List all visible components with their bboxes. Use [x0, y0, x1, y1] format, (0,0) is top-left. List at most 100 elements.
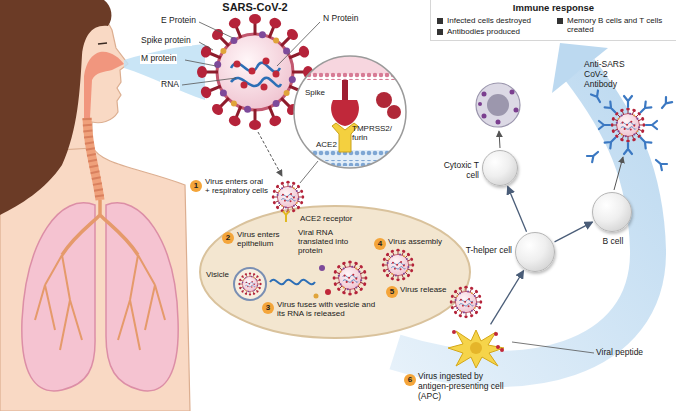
zoom-inset — [290, 50, 410, 74]
epithelial-cell — [450, 286, 482, 318]
woman-figure — [0, 0, 205, 411]
zoom-inset — [294, 56, 406, 168]
destroyed-cell — [476, 83, 520, 127]
viral-peptide — [452, 330, 456, 334]
epithelial-cell — [325, 289, 331, 295]
zoom-inset — [290, 160, 410, 166]
viral-peptide — [494, 332, 498, 336]
bullet-item: Infected cells destroyed — [437, 16, 549, 25]
callout-number: 4 — [374, 238, 386, 250]
apc-outline — [446, 326, 506, 370]
epithelial-cell — [234, 268, 266, 300]
woman-figure — [124, 44, 205, 100]
woman-figure — [84, 52, 124, 118]
epithelial-cell — [272, 181, 304, 213]
antibody-virus — [605, 135, 618, 148]
bullet-item: Memory B cells and T cells created — [557, 16, 670, 36]
epithelial-cell — [200, 181, 482, 338]
part-label: N Protein — [322, 14, 359, 24]
epithelial-cell — [238, 272, 261, 295]
epithelial-cell — [270, 280, 315, 285]
part-label: Anti-SARS CoV-2 Antibody — [584, 60, 630, 89]
panel-heading: Immune response — [437, 3, 670, 14]
antibody-virus — [587, 149, 601, 162]
zoom-label: Spike — [305, 88, 325, 97]
viral-peptide — [496, 345, 500, 349]
cell-label: Virus ingested by antigen-presenting cel… — [418, 372, 504, 401]
leader-line — [300, 161, 318, 183]
epithelial-cell — [382, 249, 414, 281]
destroyed-cell — [514, 108, 519, 113]
antibody-virus — [624, 96, 632, 107]
callout-number: 2 — [222, 232, 234, 244]
leader-line — [199, 22, 233, 38]
step-label: Virus fuses with vesicle and its RNA is … — [277, 300, 377, 318]
b-cell: B cell — [592, 192, 632, 232]
t-helper-cell: T-helper cell — [515, 232, 555, 272]
woman-figure — [0, 0, 111, 215]
part-label: Spike protein — [140, 36, 192, 46]
zoom-inset — [290, 50, 410, 172]
leader-line — [185, 60, 216, 66]
virus-title: SARS-CoV-2 — [215, 1, 295, 14]
epithelial-cell — [314, 294, 319, 299]
viral-peptide — [500, 348, 504, 352]
destroyed-cell — [482, 92, 487, 97]
step-label: Visicle — [206, 270, 229, 279]
t-cell: Cytoxic T cell — [482, 150, 518, 186]
step-label: Virus assembly — [388, 237, 442, 246]
epithelial-cell — [333, 261, 368, 296]
apc-outline — [448, 330, 504, 368]
epithelial-cell — [283, 211, 289, 222]
step-label: Virus release — [400, 285, 447, 294]
step-label: Virus enters epithelium — [237, 230, 291, 248]
step-label: ACE2 receptor — [300, 214, 352, 223]
apc-nucleus — [470, 342, 482, 354]
epithelial-cell — [200, 206, 470, 338]
connector — [491, 271, 524, 325]
callout-number: 5 — [386, 286, 398, 298]
destroyed-cell — [496, 120, 501, 125]
destroyed-cell — [478, 102, 482, 106]
destroyed-cell — [510, 90, 515, 95]
antibody-virus — [587, 90, 672, 170]
bullet-item: Antibodies produced — [437, 27, 549, 36]
callout-number: 3 — [262, 302, 274, 314]
cell-label: B cell — [583, 237, 643, 247]
antibody-virus — [653, 157, 667, 170]
zoom-inset — [387, 105, 401, 119]
zoom-inset — [376, 92, 392, 108]
zoom-label: ACE2 — [316, 140, 337, 149]
antibody-virus — [638, 135, 651, 148]
leader-line — [182, 78, 236, 85]
immune-arrow — [395, 43, 648, 369]
cell-label: Cytoxic T cell — [441, 161, 479, 181]
apc-cell: Virus ingested by antigen-presenting cel… — [446, 326, 506, 370]
woman-figure — [87, 118, 100, 200]
part-label: E Protein — [160, 16, 197, 26]
woman-figure — [35, 255, 165, 350]
antibody-virus — [605, 102, 618, 115]
destroyed-cell — [476, 83, 520, 127]
step-label: Viral RNA translated into protein — [298, 228, 362, 256]
antibody-virus — [659, 97, 672, 111]
zoom-label: TMPRSS2/ furin — [352, 124, 394, 142]
connector — [508, 186, 527, 231]
antibody-arrow — [614, 157, 623, 190]
kill-arrow — [499, 131, 500, 148]
callout-number: 1 — [190, 180, 202, 192]
zoom-inset — [290, 50, 410, 172]
leader-line — [277, 22, 320, 66]
woman-figure — [98, 43, 107, 44]
antibody-virus — [599, 96, 657, 154]
immune-panel: Immune responseInfected cells destroyedA… — [430, 0, 676, 41]
destroyed-cell — [487, 94, 509, 116]
antibody-virus — [591, 90, 603, 104]
antibody-virus — [624, 143, 632, 154]
callout-number: 6 — [404, 374, 416, 386]
leader-line — [182, 22, 594, 353]
